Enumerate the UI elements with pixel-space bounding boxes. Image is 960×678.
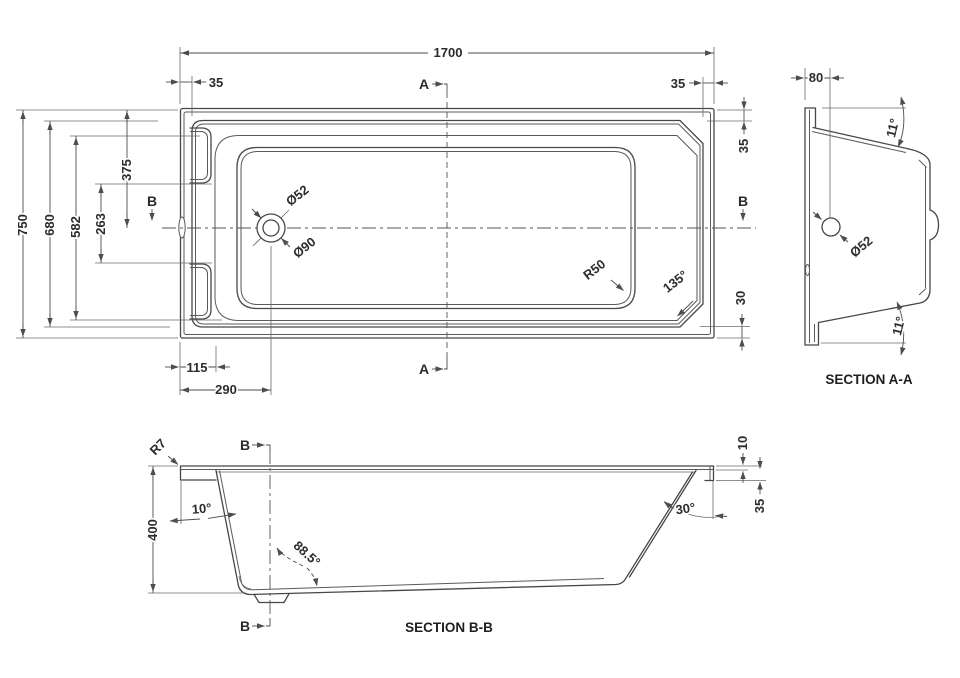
- dim-waste-center: 290: [215, 382, 237, 397]
- dim-rim-overhang: 35: [752, 499, 767, 513]
- label-top-slope: 11°: [883, 117, 902, 139]
- section-a-a-view: 80 11° 11° Ø52 SECTION A-A: [791, 68, 940, 389]
- dim-overall-width: 750: [15, 214, 30, 236]
- section-a-a-dimensions: [791, 68, 906, 356]
- dim-rim-thickness: 10: [735, 436, 750, 450]
- dim-wall-top-width: 582: [68, 216, 83, 238]
- marker-b-section-top: B: [240, 437, 250, 453]
- marker-b-left: B: [147, 193, 157, 209]
- dim-rim-inner-width: 680: [42, 214, 57, 236]
- section-b-b-title: SECTION B-B: [405, 620, 493, 635]
- section-a-a-outline: [804, 107, 940, 346]
- dim-overall-length: 1700: [434, 45, 463, 60]
- plan-view: 1700 35 35 750 680 582 263 375 35 30 115…: [13, 43, 756, 399]
- section-b-b-view: 400 R7 10° 88.5° 30° 10 35 B B SECTION B…: [143, 434, 769, 637]
- marker-b-right: B: [738, 193, 748, 209]
- overflow-hole: [178, 216, 186, 239]
- dim-waste-offset: 115: [187, 360, 208, 375]
- dim-side-ledge-top: 35: [736, 139, 751, 153]
- waste-drain-section-aa: [821, 217, 841, 237]
- label-floor-radius: R50: [580, 256, 608, 283]
- dim-end-ledge-left: 35: [209, 75, 223, 90]
- dim-end-ledge-right: 35: [671, 76, 685, 91]
- dim-centerline-offset: 375: [119, 159, 134, 181]
- label-base-slope: 11°: [889, 315, 908, 337]
- marker-a-bottom: A: [419, 361, 429, 377]
- label-waste-diameter: Ø52: [283, 182, 312, 209]
- marker-b-section-bottom: B: [240, 618, 250, 634]
- dim-grip-spacing: 263: [93, 213, 108, 235]
- label-waste-diameter-aa: Ø52: [847, 233, 875, 260]
- label-foot-wall-angle: 30°: [675, 500, 697, 518]
- label-floor-angle: 88.5°: [291, 538, 324, 570]
- label-rim-corner-angle: 135°: [660, 267, 690, 295]
- dim-depth: 400: [145, 519, 160, 541]
- dim-rim-to-waste: 80: [809, 70, 823, 85]
- marker-a-top: A: [419, 76, 429, 92]
- dim-side-ledge-bottom: 30: [733, 291, 748, 305]
- waste-drain-plan: [251, 208, 291, 248]
- grip-recesses: [189, 127, 212, 320]
- section-b-b-outline: [179, 465, 715, 604]
- label-head-wall-angle: 10°: [191, 500, 212, 517]
- section-a-a-title: SECTION A-A: [825, 372, 912, 387]
- plan-dimensions: [16, 47, 752, 395]
- section-b-b-dimensions: [148, 442, 766, 629]
- label-overflow-diameter: Ø90: [290, 234, 319, 261]
- label-rim-edge-radius: R7: [147, 436, 169, 458]
